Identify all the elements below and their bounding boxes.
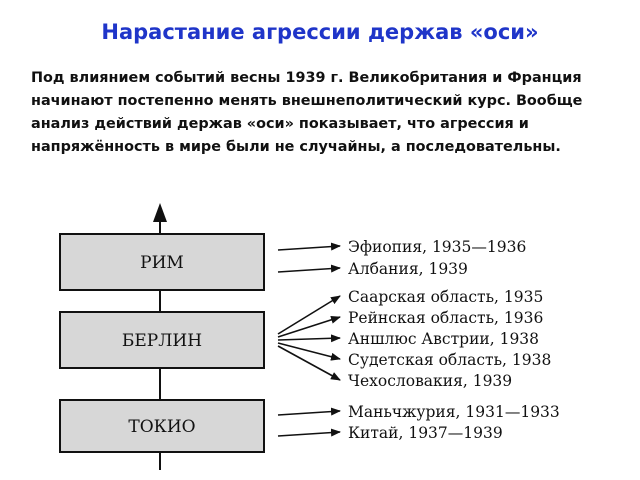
arrow-3-2	[277, 428, 341, 437]
axis-arrow-up-icon	[153, 203, 167, 222]
power-label-1: РИМ	[140, 253, 184, 273]
arrow-2-4	[277, 342, 341, 361]
target-саарская-область-1935: Саарская область, 1935	[348, 288, 543, 306]
intro-paragraph: Под влиянием событий весны 1939 г. Велик…	[31, 70, 583, 155]
arrow-1-1	[277, 242, 341, 251]
arrow-2-2	[277, 315, 341, 338]
power-box-1	[59, 233, 265, 291]
power-box-3	[59, 399, 265, 453]
target-рейнская-область-1936: Рейнская область, 1936	[348, 309, 543, 327]
slide-title: Нарастание агрессии держав «оси»	[101, 20, 539, 44]
target-аншлюс-австрии-1938: Аншлюс Австрии, 1938	[348, 330, 539, 348]
target-китай-1937-1939: Китай, 1937—1939	[348, 424, 503, 442]
arrow-2-3	[277, 334, 341, 343]
target-албания-1939: Албания, 1939	[348, 260, 468, 278]
target-эфиопия-1935-1936: Эфиопия, 1935—1936	[348, 238, 526, 256]
power-box-2	[59, 311, 265, 369]
power-label-3: ТОКИО	[128, 417, 195, 437]
target-судетская-область-1938: Судетская область, 1938	[348, 351, 551, 369]
power-label-2: БЕРЛИН	[122, 331, 202, 351]
arrow-2-1	[277, 295, 341, 335]
arrow-3-1	[277, 407, 341, 416]
target-маньчжурия-1931-1933: Маньчжурия, 1931—1933	[348, 403, 560, 421]
target-чехословакия-1939: Чехословакия, 1939	[348, 372, 512, 390]
arrow-1-2	[277, 264, 341, 273]
arrow-2-5	[277, 345, 341, 381]
